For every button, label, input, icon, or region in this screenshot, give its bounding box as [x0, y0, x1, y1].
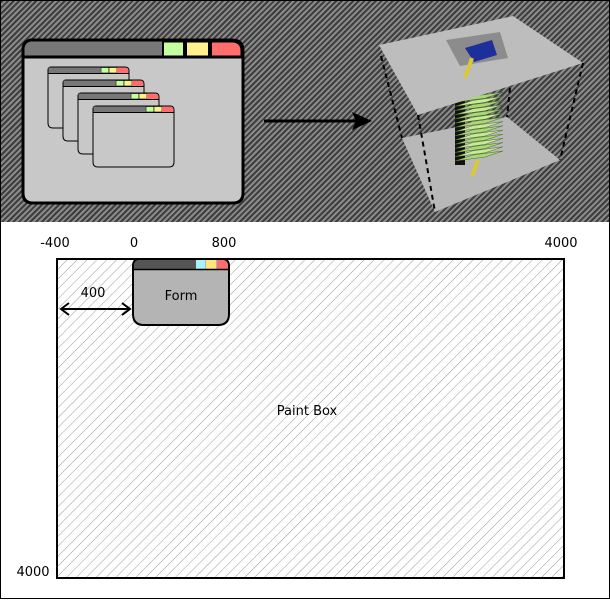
y-label-4000: 4000 [16, 565, 50, 580]
stack-layer [454, 129, 504, 141]
stack-layer [454, 96, 504, 107]
nested-form-icon [92, 105, 175, 168]
stack-layer [454, 108, 504, 120]
x-label-800: 800 [211, 236, 237, 251]
x-label-0: 0 [129, 236, 139, 251]
form-label: Form [164, 289, 198, 304]
stack-layer [454, 133, 504, 145]
arrow-right-icon [264, 112, 372, 130]
stack-layer [454, 104, 504, 116]
stack-layer [454, 150, 504, 162]
stack-layer [454, 146, 504, 158]
paintbox-label: Paint Box [276, 404, 338, 419]
stack-layer [454, 142, 504, 153]
offset-label: 400 [80, 286, 106, 301]
stack-layer [454, 100, 504, 111]
stack-layer [454, 121, 504, 132]
stack-layer [454, 112, 504, 124]
top-illustration [21, 16, 584, 213]
x-label-neg400: -400 [40, 236, 70, 251]
3d-layer-stack-icon [379, 16, 584, 213]
stack-layer [454, 117, 504, 128]
x-label-4000: 4000 [544, 236, 578, 251]
stack-layer [454, 138, 504, 149]
stack-layer [454, 125, 504, 137]
